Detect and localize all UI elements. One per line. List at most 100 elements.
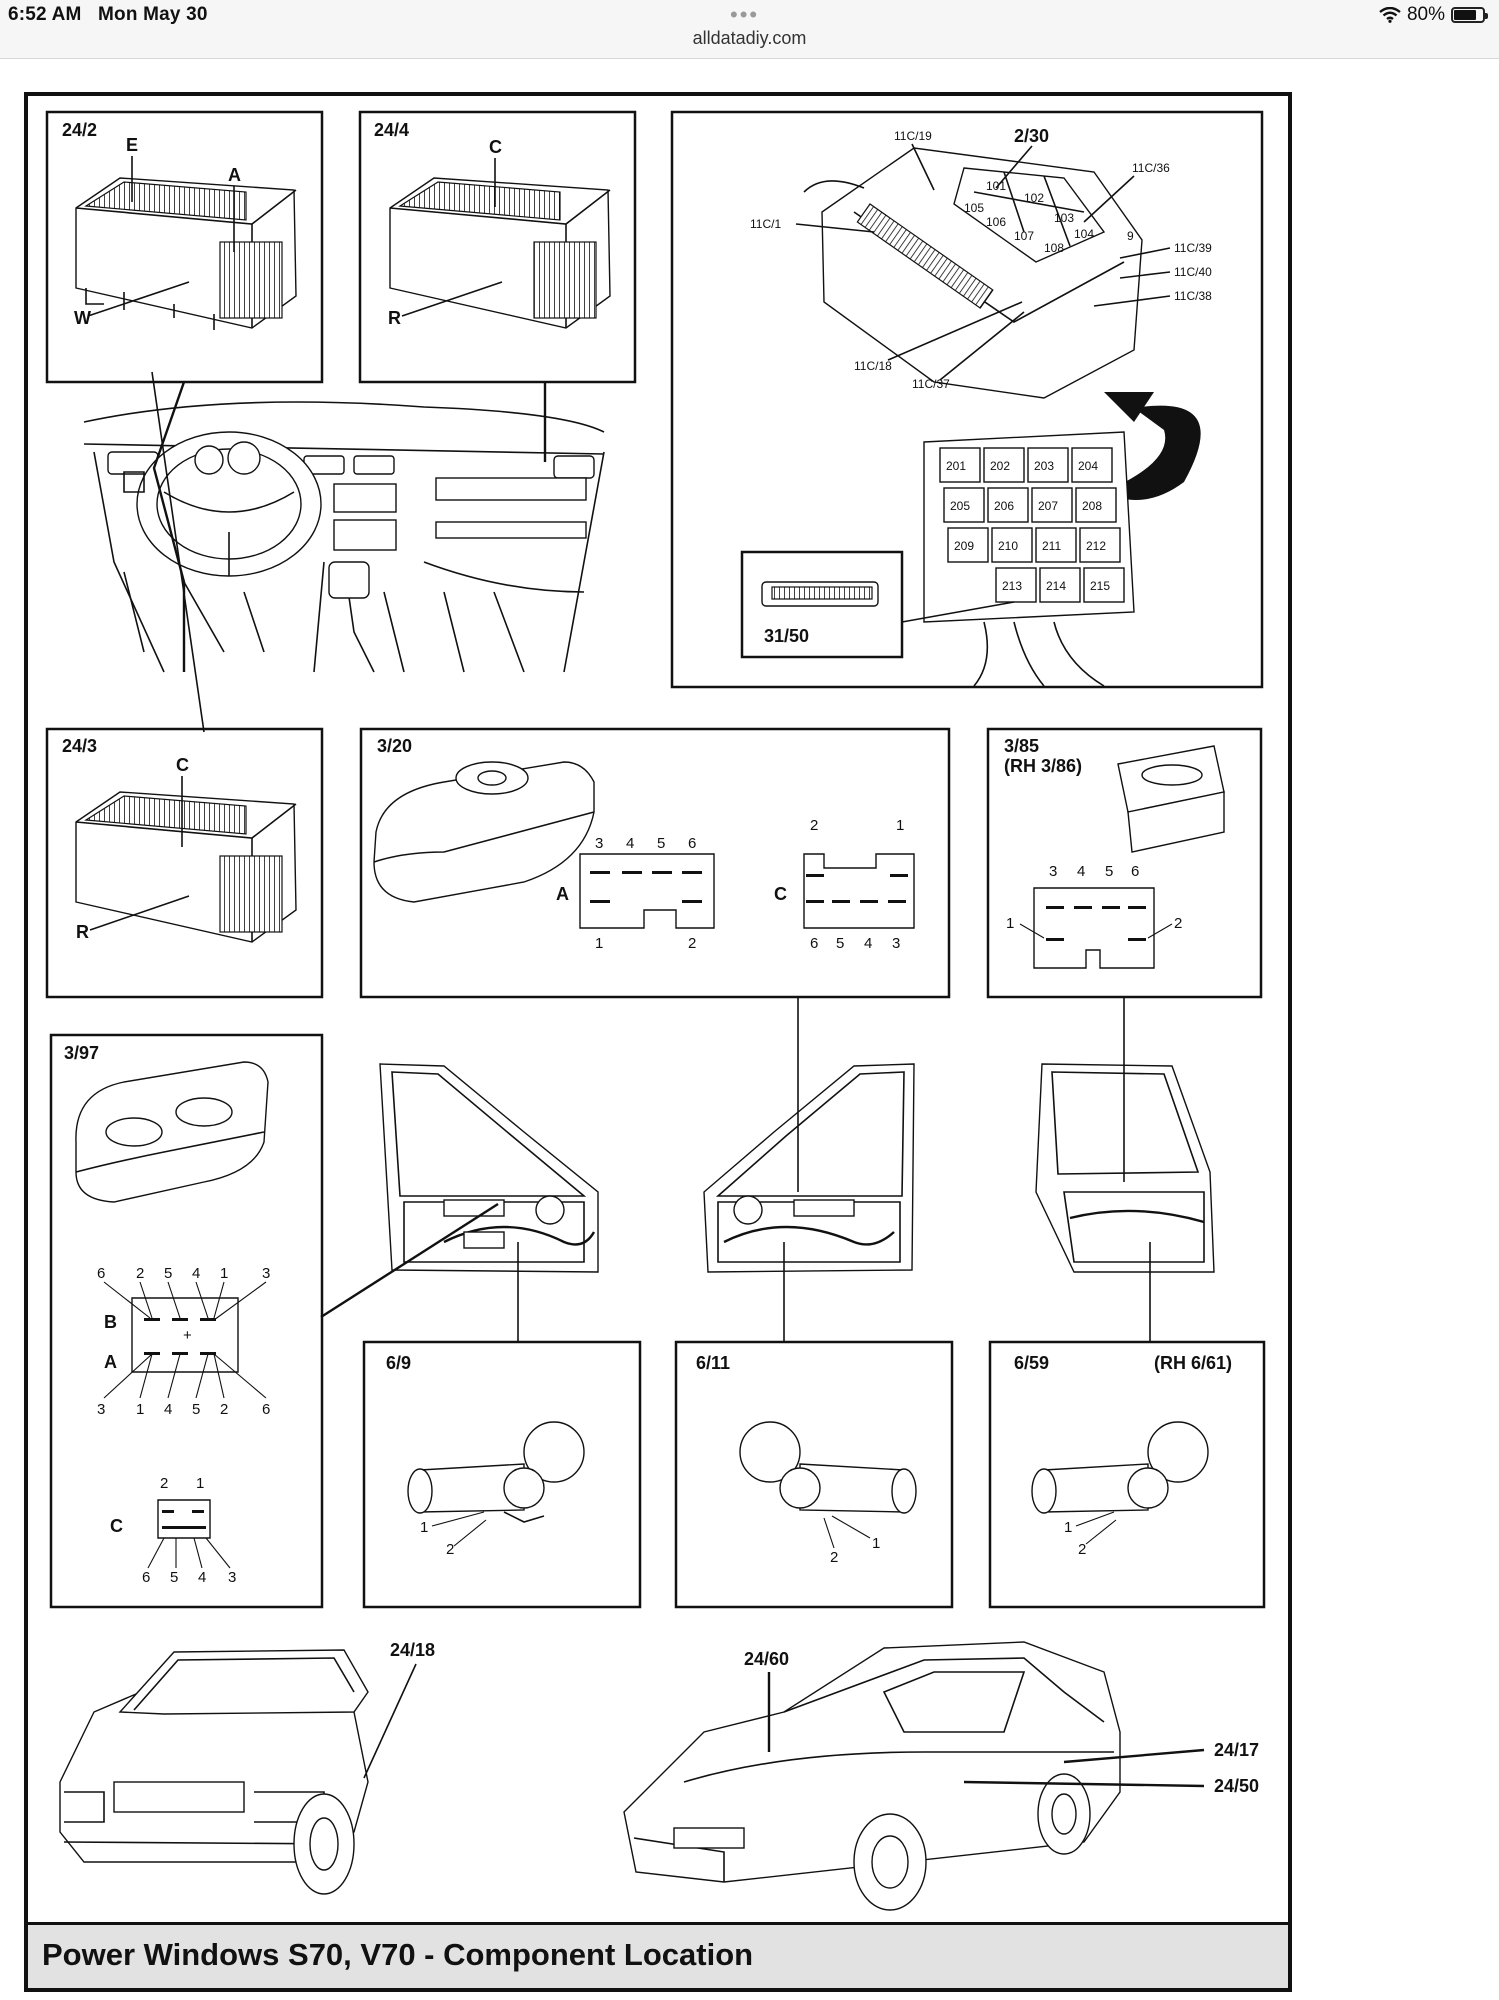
dashboard-illustration (83, 401, 605, 673)
pin-6-59-1: 1 (1064, 1519, 1072, 1536)
row-a-letter: A (104, 1352, 117, 1372)
label-11c-37: 11C/37 (912, 377, 950, 391)
component-3-97: 3/97 + 6 2 5 4 1 3 B A 3 1 4 5 2 6 C 2 1… (49, 1033, 324, 1609)
pin-6-11-2: 2 (830, 1549, 838, 1566)
door-front-left (379, 1063, 599, 1273)
fuse-cell (1035, 527, 1077, 563)
status-right: 80% (1379, 4, 1488, 26)
fuse-cell (1071, 447, 1113, 483)
address-url[interactable]: alldatadiy.com (692, 28, 807, 48)
label-11c-1: 11C/1 (750, 217, 781, 231)
label-24-18: 24/18 (390, 1640, 435, 1660)
pin-3-97-bot-3: 3 (97, 1401, 105, 1418)
pin-3-97-bot-4: 4 (164, 1401, 172, 1418)
component-24-4-id: 24/4 (374, 120, 409, 140)
pin-3-97-top-5: 5 (164, 1265, 172, 1282)
component-3-85-alt: (RH 3/86) (1004, 756, 1082, 776)
component-location-diagram: 24/2 E A W 24/4 C R (45, 110, 1266, 1911)
fuse-cell (1039, 567, 1081, 603)
pin-3-97-c-5: 5 (170, 1569, 178, 1586)
pin-3-97-top-4: 4 (192, 1265, 200, 1282)
fuse-cell (991, 527, 1033, 563)
label-24-17: 24/17 (1214, 1740, 1259, 1760)
fuse-cell (947, 527, 989, 563)
label-31-50: 31/50 (764, 626, 809, 646)
fuse-label: 214 (1046, 579, 1066, 593)
relay-106: 106 (986, 215, 1006, 229)
relay-105: 105 (964, 201, 984, 215)
car-rear-view (59, 1649, 369, 1895)
component-3-20-id: 3/20 (377, 736, 412, 756)
pin-6-9-2: 2 (446, 1541, 454, 1558)
label-11c-36: 11C/36 (1132, 161, 1170, 175)
pin-3-20-c-4: 4 (864, 935, 872, 952)
battery-icon (1451, 7, 1488, 23)
label-24-3-r: R (76, 922, 89, 942)
pin-3-97-c-4: 4 (198, 1569, 206, 1586)
battery-percent: 80% (1406, 4, 1445, 25)
more-dots-icon[interactable]: ••• (730, 2, 760, 27)
pin-3-85-6: 6 (1131, 863, 1139, 880)
label-24-60: 24/60 (744, 1649, 789, 1669)
pin-3-20-c-2: 2 (810, 817, 818, 834)
label-24-50: 24/50 (1214, 1776, 1259, 1796)
component-6-59: 6/59 (RH 6/61) 1 2 (988, 1340, 1266, 1609)
pin-3-97-top-6: 6 (97, 1265, 105, 1282)
conn-3-20-a-slots (590, 871, 702, 903)
fuse-cell (1083, 567, 1125, 603)
label-24-4-r: R (388, 308, 401, 328)
plus-marker: + (183, 1327, 192, 1344)
fuse-label: 215 (1090, 579, 1110, 593)
fuse-cell (939, 447, 981, 483)
fuse-cell (1027, 447, 1069, 483)
label-24-2-e: E (126, 135, 138, 155)
component-24-3: 24/3 C R (45, 727, 324, 999)
battery-fill (1454, 10, 1477, 20)
fuse-label: 211 (1042, 539, 1061, 553)
pin-3-20-a-2: 2 (688, 935, 696, 952)
fuse-cell (1075, 487, 1117, 523)
fuse-label: 202 (990, 459, 1010, 473)
fuse-label: 201 (946, 459, 966, 473)
pin-3-20-a-3: 3 (595, 835, 603, 852)
fuse-label: 212 (1086, 539, 1106, 553)
pin-3-97-bot-6: 6 (262, 1401, 270, 1418)
pin-3-20-a-6: 6 (688, 835, 696, 852)
component-24-4: 24/4 C R (358, 110, 637, 384)
label-11c-18: 11C/18 (854, 359, 892, 373)
fuse-cell (1031, 487, 1073, 523)
car-front-view (623, 1641, 1121, 1911)
fuse-cell (1079, 527, 1121, 563)
fuse-label: 203 (1034, 459, 1054, 473)
pin-3-97-c-6: 6 (142, 1569, 150, 1586)
pin-3-97-top-2: 2 (136, 1265, 144, 1282)
fuse-label: 206 (994, 499, 1014, 513)
fuse-label: 209 (954, 539, 974, 553)
connector-block-24-2 (75, 177, 297, 330)
fuse-label: 204 (1078, 459, 1098, 473)
door-rear (1035, 1063, 1215, 1273)
pin-3-97-top-3: 3 (262, 1265, 270, 1282)
conn-3-97-slots (144, 1318, 216, 1355)
component-24-3-id: 24/3 (62, 736, 97, 756)
component-3-85-id: 3/85 (1004, 736, 1039, 756)
component-24-2: 24/2 E A W (45, 110, 324, 384)
relay-108: 108 (1044, 241, 1064, 255)
pin-3-20-a-1: 1 (595, 935, 603, 952)
pin-3-20-c-1: 1 (896, 817, 904, 834)
pin-3-97-c-2: 2 (160, 1475, 168, 1492)
pin-3-20-a-4: 4 (626, 835, 634, 852)
relay-104: 104 (1074, 227, 1094, 241)
component-6-59-id: 6/59 (1014, 1353, 1049, 1373)
pin-3-97-top-1: 1 (220, 1265, 228, 1282)
component-3-20: 3/20 A 3 4 5 6 1 2 C 2 1 6 5 4 3 (359, 727, 951, 999)
fuse-label: 210 (998, 539, 1018, 553)
fuse-label: 208 (1082, 499, 1102, 513)
component-24-2-id: 24/2 (62, 120, 97, 140)
row-b-letter: B (104, 1312, 117, 1332)
status-time: 6:52 AM Mon May 30 (8, 4, 208, 26)
caption-text: Power Windows S70, V70 - Component Locat… (42, 1937, 754, 1972)
label-11c-19: 11C/19 (894, 129, 932, 143)
pin-3-20-c-3: 3 (892, 935, 900, 952)
